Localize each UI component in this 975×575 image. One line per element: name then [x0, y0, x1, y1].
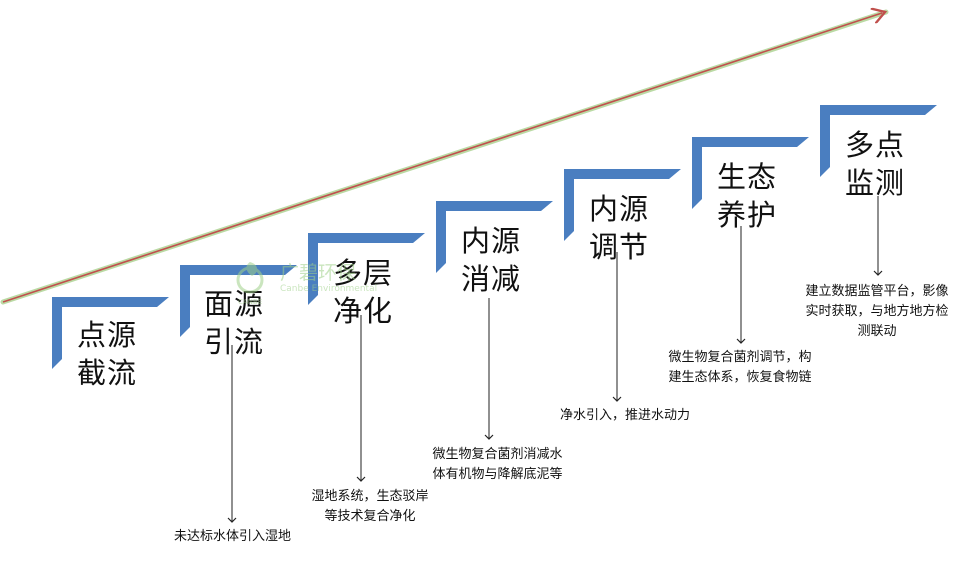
stair-steps [52, 105, 937, 369]
step-5-line2: 调节 [589, 230, 650, 264]
desc-2-line1: 湿地系统，生态驳岸 [311, 489, 429, 504]
stair-step-1 [52, 297, 169, 369]
stair-step-2 [180, 265, 297, 337]
leaf-logo-icon [236, 262, 264, 294]
desc-4-line: 净水引入，推进水动力 [559, 408, 690, 423]
step-3-line2: 净化 [333, 294, 394, 328]
step-title-1: 点源 截流 [77, 316, 137, 392]
step-1-line2: 截流 [77, 356, 138, 390]
desc-6-line3: 测联动 [857, 324, 897, 339]
step-5-line1: 内源 [589, 192, 650, 226]
desc-3-line2: 体有机物与降解底泥等 [432, 467, 563, 482]
step-4-description: 净水引入，推进水动力 [540, 406, 710, 426]
stair-step-4 [436, 201, 553, 273]
step-3-description: 微生物复合菌剂消减水 体有机物与降解底泥等 [410, 445, 585, 485]
step-6-line1: 生态 [717, 160, 778, 194]
step-title-6: 生态 养护 [717, 158, 777, 234]
stair-step-6 [692, 137, 809, 209]
step-7-line2: 监测 [845, 166, 906, 200]
step-2-line2: 引流 [204, 325, 265, 359]
step-title-5: 内源 调节 [589, 190, 649, 266]
desc-6-line2: 实时获取，与地方地方检 [805, 304, 949, 319]
desc-1-line: 未达标水体引入湿地 [173, 529, 291, 544]
watermark-small: CANBE [238, 298, 263, 306]
step-2-description: 湿地系统，生态驳岸 等技术复合净化 [290, 487, 450, 527]
step-6-description: 建立数据监管平台，影像 实时获取，与地方地方检 测联动 [782, 282, 972, 342]
trend-arrow [0, 12, 889, 305]
desc-5-line2: 建生态体系，恢复食物链 [668, 370, 812, 385]
watermark-logo: 广碧环保 Canbe Environmental CANBE [230, 258, 377, 308]
step-5-description: 微生物复合菌剂调节，构 建生态体系，恢复食物链 [645, 348, 835, 388]
desc-2-line2: 等技术复合净化 [324, 509, 416, 524]
desc-5-line1: 微生物复合菌剂调节，构 [668, 350, 812, 365]
step-title-7: 多点 监测 [845, 126, 905, 202]
step-6-line2: 养护 [717, 198, 778, 232]
step-1-description: 未达标水体引入湿地 [150, 527, 315, 547]
watermark-name: 广碧环保 [280, 262, 357, 284]
step-7-line1: 多点 [845, 128, 906, 162]
step-title-4: 内源 消减 [461, 222, 521, 298]
stair-step-7 [820, 105, 937, 177]
stair-step-5 [564, 169, 681, 241]
desc-3-line1: 微生物复合菌剂消减水 [432, 447, 563, 462]
step-4-line2: 消减 [461, 262, 522, 296]
watermark-english: Canbe Environmental [280, 284, 378, 294]
desc-6-line1: 建立数据监管平台，影像 [805, 284, 949, 299]
step-title-3: 多层 净化 [333, 254, 393, 330]
step-3-line1: 多层 [333, 256, 394, 290]
connector-arrows [227, 196, 883, 523]
step-1-line1: 点源 [77, 318, 138, 352]
stair-step-3 [308, 233, 425, 305]
step-4-line1: 内源 [461, 224, 522, 258]
